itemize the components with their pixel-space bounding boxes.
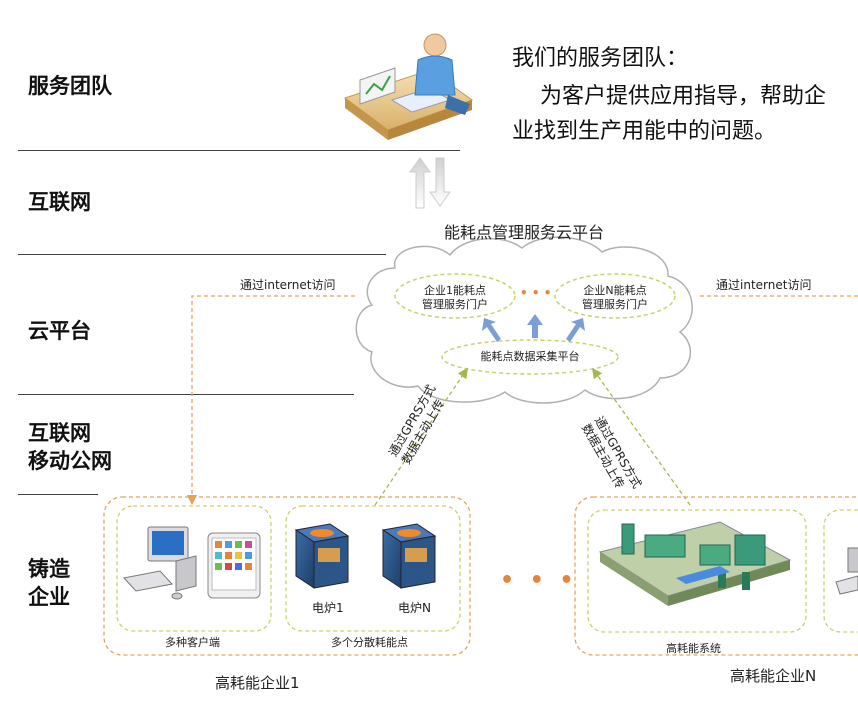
clients-box xyxy=(116,505,272,632)
layer-label-internet-mobile-1: 互联网 xyxy=(28,421,91,445)
enterprise-n-name: 高耗能企业N xyxy=(730,667,817,685)
partial-client-icon xyxy=(835,547,858,595)
portal-enterprise-n xyxy=(554,273,676,319)
enterprise-n-clients-box xyxy=(823,509,858,633)
collector-platform xyxy=(441,339,619,375)
energy-system-caption: 高耗能系统 xyxy=(666,642,721,655)
clients-caption: 多种客户端 xyxy=(165,636,220,649)
portal-1-line2: 管理服务门户 xyxy=(422,298,488,311)
portal-enterprise-1 xyxy=(394,273,516,319)
energy-points-box xyxy=(285,505,461,632)
cloud-shape xyxy=(355,236,693,404)
divider-line xyxy=(18,394,354,395)
energy-system-box xyxy=(587,509,807,633)
internet-access-line-left xyxy=(186,295,355,506)
portal-ellipsis: • • • xyxy=(520,286,552,300)
layer-label-internet-mobile-2: 移动公网 xyxy=(28,449,112,473)
layer-label-casting-2: 企业 xyxy=(28,585,70,609)
enterprise-ellipsis: • • • xyxy=(500,568,578,593)
cloud-platform-title: 能耗点管理服务云平台 xyxy=(444,223,605,242)
enterprise-n-box xyxy=(574,496,858,656)
energy-system-plant-icon xyxy=(598,521,792,606)
furnace-n-label: 电炉N xyxy=(398,601,431,615)
service-team-desc-line1: 为客户提供应用指导，帮助企 xyxy=(540,84,827,109)
layer-label-casting-1: 铸造 xyxy=(28,557,70,581)
divider-line xyxy=(18,254,386,255)
layer-label-internet: 互联网 xyxy=(28,190,91,214)
service-team-illustration xyxy=(343,33,474,140)
service-team-desc-line2: 业找到生产用能中的问题。 xyxy=(512,119,777,144)
furnace-1-label: 电炉1 xyxy=(312,601,344,615)
divider-line xyxy=(18,494,98,495)
portal-n-label: 企业N能耗点 管理服务门户 xyxy=(565,284,665,312)
electric-furnace-n-icon xyxy=(381,523,437,589)
internet-access-label-left: 通过internet访问 xyxy=(240,278,336,292)
enterprise-1-box xyxy=(103,496,471,656)
tablet-icon xyxy=(207,532,261,599)
portal-1-line1: 企业1能耗点 xyxy=(424,284,486,297)
collector-to-portal-arrows xyxy=(482,314,585,342)
portal-n-line2: 管理服务门户 xyxy=(582,298,648,311)
portal-n-line1: 企业N能耗点 xyxy=(583,284,647,297)
service-cloud-arrows xyxy=(409,157,451,209)
enterprise-1-name: 高耗能企业1 xyxy=(215,674,300,692)
gprs-line-left xyxy=(374,367,468,506)
internet-access-label-right: 通过internet访问 xyxy=(716,278,812,292)
energy-points-caption: 多个分散耗能点 xyxy=(331,636,408,649)
desktop-computer-icon xyxy=(123,526,197,600)
layer-label-service-team: 服务团队 xyxy=(28,74,112,98)
service-team-title: 我们的服务团队： xyxy=(512,46,689,71)
gprs-line-right xyxy=(591,367,691,506)
divider-line xyxy=(18,150,460,151)
electric-furnace-1-icon xyxy=(294,523,350,589)
portal-1-label: 企业1能耗点 管理服务门户 xyxy=(405,284,505,312)
layer-label-cloud-platform: 云平台 xyxy=(28,319,91,343)
collector-platform-label: 能耗点数据采集平台 xyxy=(480,350,580,363)
